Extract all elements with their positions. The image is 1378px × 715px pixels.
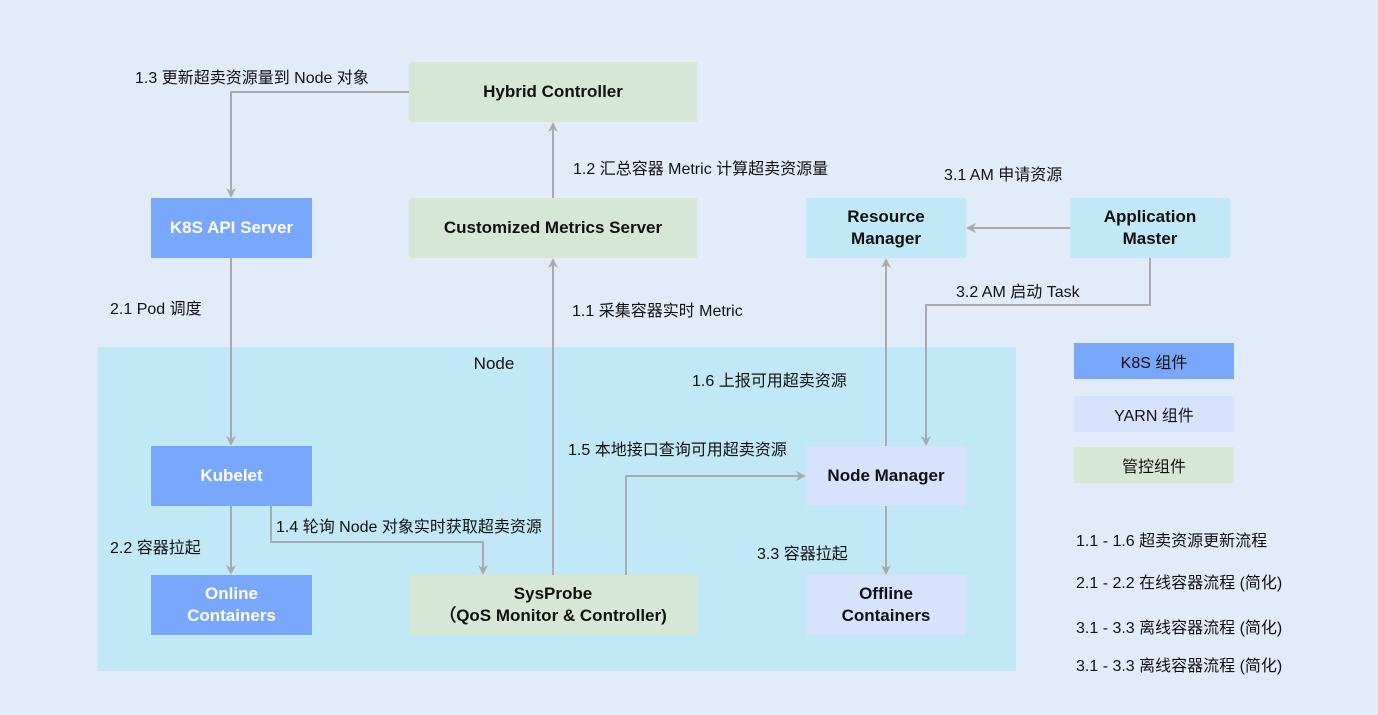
- customized-metrics-server-box[interactable]: Customized Metrics Server: [409, 198, 697, 258]
- application-master-label-line2: Master: [1122, 229, 1178, 248]
- label-1-6: 1.6 上报可用超卖资源: [692, 373, 847, 390]
- resource-manager-label-line2: Manager: [851, 229, 921, 248]
- resource-manager-label-line1: Resource: [847, 207, 925, 226]
- offline-containers-label-line2: Containers: [841, 606, 931, 625]
- online-containers-label-line2: Containers: [187, 606, 276, 625]
- hybrid-controller-box[interactable]: Hybrid Controller: [409, 62, 697, 122]
- note-flow-2: 2.1 - 2.2 在线容器流程 (简化): [1076, 575, 1283, 592]
- k8s-api-server-label: K8S API Server: [169, 218, 294, 237]
- offline-containers-label-line1: Offline: [859, 584, 913, 603]
- sysprobe-label-line2: （QoS Monitor & Controller): [439, 606, 667, 625]
- label-1-3: 1.3 更新超卖资源量到 Node 对象: [135, 70, 369, 87]
- label-1-5: 1.5 本地接口查询可用超卖资源: [568, 442, 787, 459]
- arrow-1-3: [226, 91, 409, 198]
- legend-ctrl: 管控组件: [1074, 447, 1234, 483]
- legend-yarn-label: YARN 组件: [1114, 408, 1194, 425]
- note-flow-3: 3.1 - 3.3 离线容器流程 (简化): [1076, 620, 1283, 637]
- label-3-2: 3.2 AM 启动 Task: [956, 284, 1080, 301]
- label-1-1: 1.1 采集容器实时 Metric: [572, 303, 743, 320]
- label-3-3: 3.3 容器拉起: [757, 546, 848, 563]
- kubelet-box[interactable]: Kubelet: [151, 446, 312, 506]
- resource-manager-box[interactable]: Resource Manager: [806, 198, 966, 258]
- kubelet-label: Kubelet: [200, 466, 263, 485]
- node-manager-label: Node Manager: [827, 466, 945, 485]
- hybrid-controller-label: Hybrid Controller: [483, 82, 623, 101]
- label-1-4: 1.4 轮询 Node 对象实时获取超卖资源: [276, 519, 542, 536]
- offline-containers-box[interactable]: Offline Containers: [806, 575, 966, 635]
- application-master-box[interactable]: Application Master: [1070, 198, 1230, 258]
- label-2-2: 2.2 容器拉起: [110, 540, 201, 557]
- sysprobe-box[interactable]: SysProbe （QoS Monitor & Controller): [409, 575, 697, 635]
- legend-k8s-label: K8S 组件: [1120, 355, 1188, 372]
- label-3-1: 3.1 AM 申请资源: [944, 167, 1063, 184]
- note-flow-1: 1.1 - 1.6 超卖资源更新流程: [1076, 533, 1268, 550]
- note-flow-4: 3.1 - 3.3 离线容器流程 (简化): [1076, 658, 1283, 675]
- online-containers-label-line1: Online: [205, 584, 258, 603]
- legend-ctrl-label: 管控组件: [1121, 459, 1186, 476]
- legend-yarn: YARN 组件: [1074, 396, 1234, 432]
- online-containers-box[interactable]: Online Containers: [151, 575, 312, 635]
- application-master-label-line1: Application: [1103, 207, 1197, 226]
- node-manager-box[interactable]: Node Manager: [806, 446, 966, 506]
- sysprobe-label-line1: SysProbe: [513, 584, 593, 603]
- k8s-api-server-box[interactable]: K8S API Server: [151, 198, 312, 258]
- customized-metrics-server-label: Customized Metrics Server: [443, 218, 663, 237]
- legend-k8s: K8S 组件: [1074, 343, 1234, 379]
- node-region-label: Node: [473, 354, 515, 373]
- label-1-2: 1.2 汇总容器 Metric 计算超卖资源量: [573, 161, 829, 178]
- label-2-1: 2.1 Pod 调度: [110, 301, 202, 318]
